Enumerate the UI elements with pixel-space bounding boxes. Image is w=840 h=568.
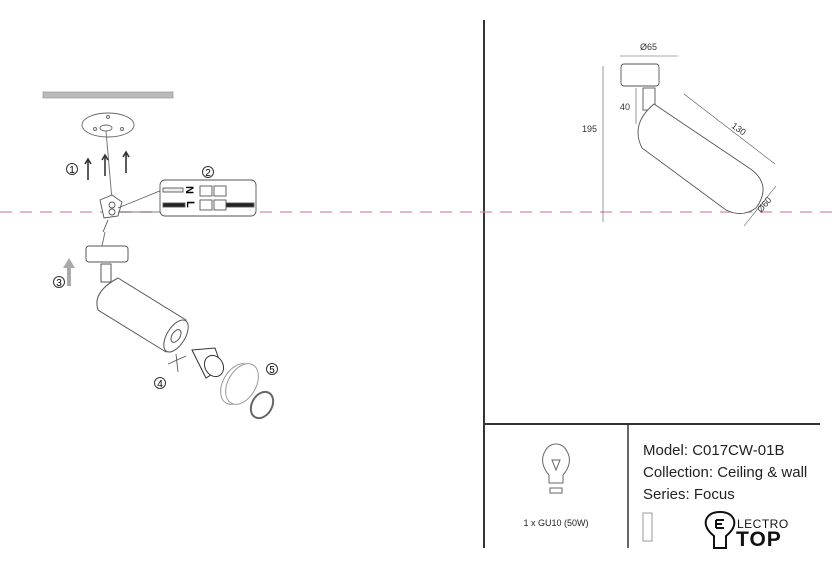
dim-stem-height: 40	[620, 102, 630, 112]
rotate-arrow-icon	[249, 390, 275, 420]
terminal-block	[99, 179, 257, 233]
product-info: Model: C017CW-01B Collection: Ceiling & …	[643, 440, 807, 506]
dim-body-length: 130	[730, 121, 748, 138]
ceiling-hatch	[42, 91, 174, 99]
step-3: 3	[56, 278, 62, 289]
dimension-drawing	[602, 55, 777, 227]
gu10-bulb-icon	[191, 347, 225, 379]
mounting-plate	[81, 112, 135, 138]
clip-icon	[167, 353, 187, 373]
lamp-spec-label: 1 x GU10 (50W)	[523, 518, 589, 528]
dim-base-diameter: Ø65	[640, 42, 657, 52]
step-2: 2	[205, 168, 211, 179]
collection-text: Collection: Ceiling & wall	[643, 464, 808, 481]
model-text: Model: C017CW-01B	[643, 442, 785, 459]
dim-total-height: 195	[582, 124, 597, 134]
retaining-ring	[220, 363, 259, 405]
step-1: 1	[69, 165, 75, 176]
logo-text-top: TOP	[736, 528, 782, 551]
step-markers: 1 2 3 4 5	[53, 163, 278, 390]
series-text: Series: Focus	[643, 486, 735, 503]
terminal-neutral-label: N	[183, 186, 195, 194]
terminal-live-label: L	[184, 201, 196, 208]
lightbulb-icon	[542, 443, 570, 494]
lamp-body	[96, 277, 189, 353]
logo-text-lectro: LECTRO	[737, 517, 789, 531]
lamp-canopy	[85, 245, 129, 283]
screws-icon	[84, 150, 130, 180]
up-arrow-icon	[63, 258, 75, 286]
certification-mark	[642, 512, 653, 542]
step-5: 5	[269, 365, 275, 376]
step-4: 4	[157, 379, 163, 390]
electrotop-logo-icon	[704, 510, 736, 549]
